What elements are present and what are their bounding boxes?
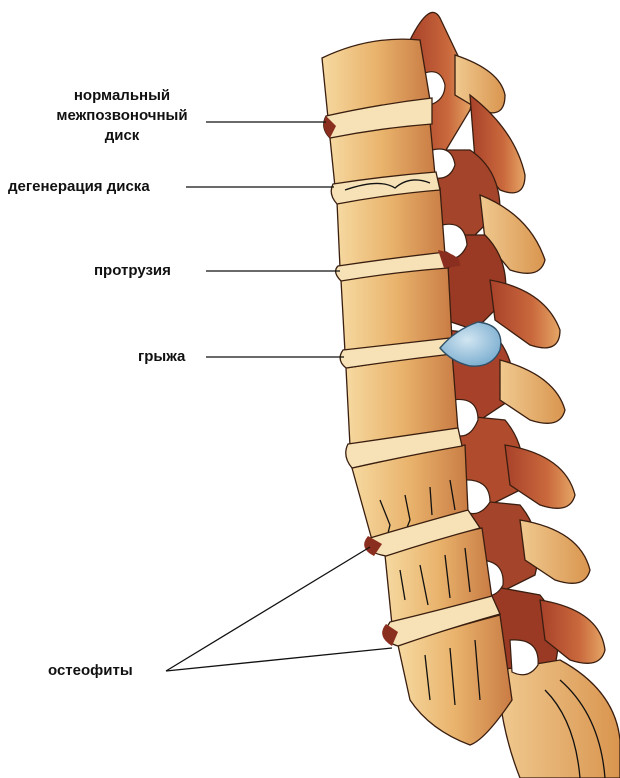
label-normal-disc: нормальный межпозвоночный диск (42, 86, 202, 146)
label-osteophytes: остеофиты (48, 662, 133, 679)
label-normal-disc-line3: диск (104, 127, 140, 144)
hernia-bulge (439, 321, 502, 367)
label-normal-disc-line1: нормальный (73, 87, 171, 104)
label-protrusion: протрузия (94, 262, 171, 279)
label-disc-degeneration: дегенерация диска (8, 178, 150, 195)
label-normal-disc-line2: межпозвоночный (56, 107, 188, 124)
label-hernia: грыжа (138, 348, 186, 365)
intervertebral-discs (323, 97, 501, 647)
posterior-processes (409, 11, 620, 778)
leader-lines (165, 121, 393, 672)
